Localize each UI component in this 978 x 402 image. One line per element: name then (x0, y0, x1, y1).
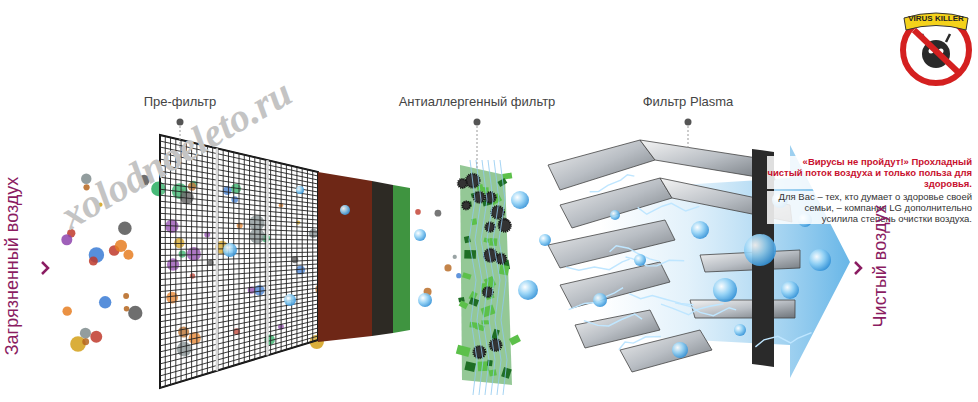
filter-label: Антиаллергенный фильтр (399, 94, 556, 109)
virus-killer-badge: VIRUS KILLER (890, 6, 978, 86)
chevron-symbols (42, 262, 861, 274)
air-side-label: Чистый воздух (870, 205, 891, 328)
antiallergen-filter (456, 160, 521, 395)
filter-label: Фильтр Plasma (643, 94, 734, 109)
brown-filter-layer (318, 172, 410, 342)
badge-title: VIRUS KILLER (890, 6, 978, 23)
slogan-note: «Вирусы не пройдут!» Прохладный чистый п… (767, 156, 972, 189)
air-side-label: Загрязненный воздух (2, 177, 23, 356)
filter-label: Пре-фильтр (144, 94, 217, 109)
air-bubbles (223, 186, 831, 358)
